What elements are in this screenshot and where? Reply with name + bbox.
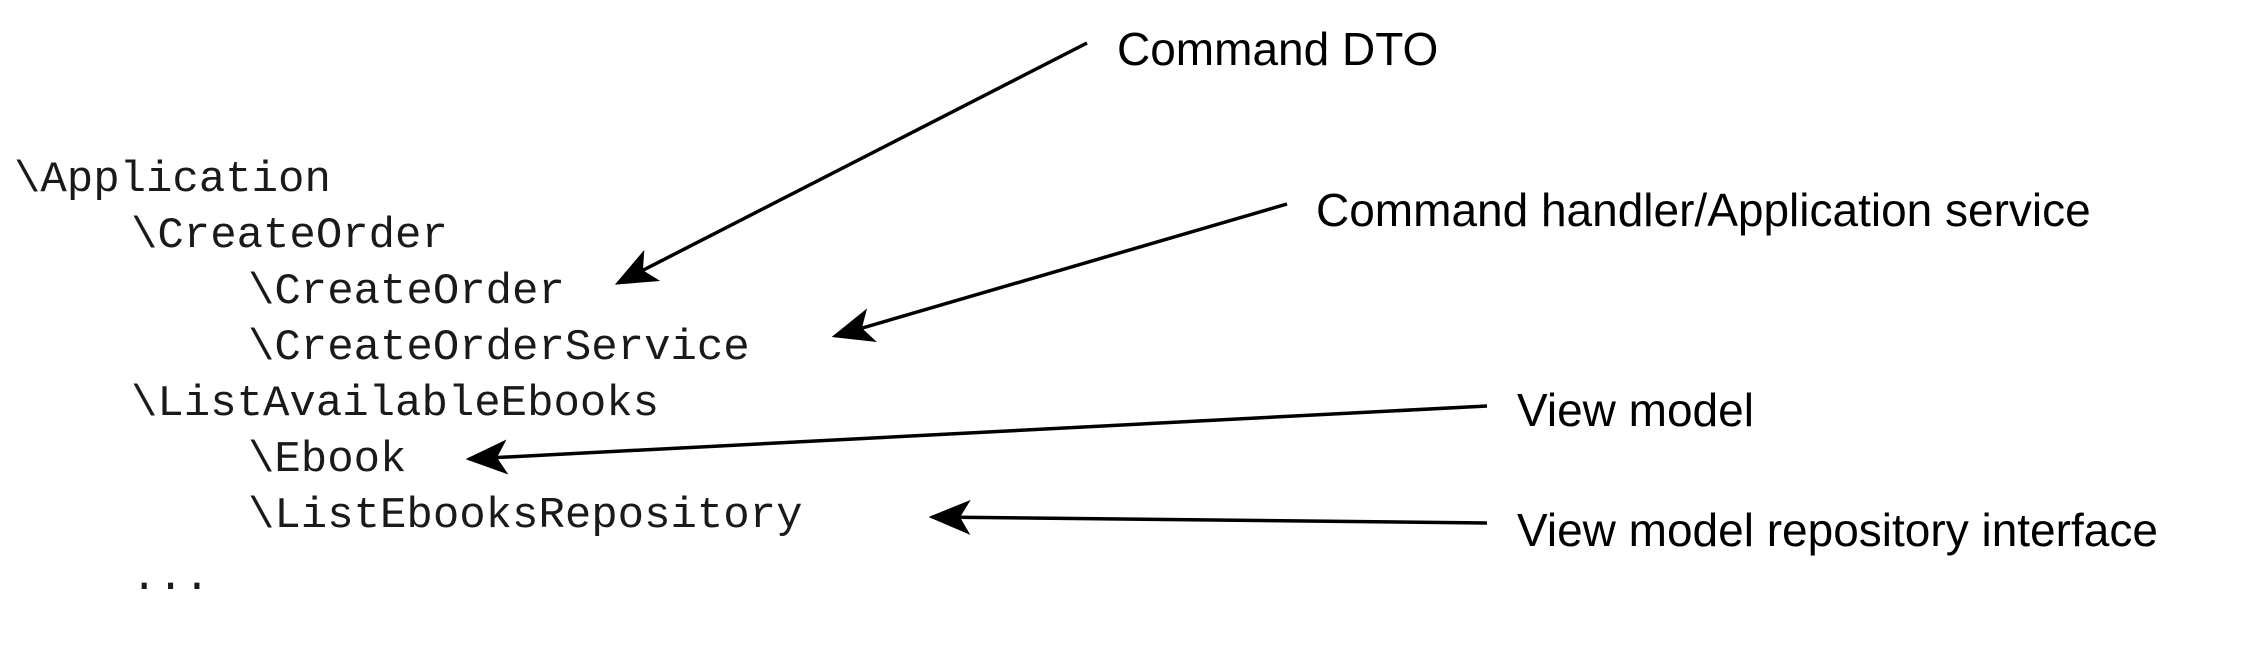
annotation-command-dto: Command DTO [1117, 23, 1439, 75]
tree-item-list-available-ebooks: \ListAvailableEbooks [131, 379, 660, 429]
annotation-view-model-repository: View model repository interface [1517, 504, 2158, 556]
annotation-view-model: View model [1517, 384, 1754, 436]
arrow-view-model-repository [928, 499, 1488, 535]
arrow-command-handler [831, 202, 1288, 343]
tree-item-application: \Application [14, 155, 331, 205]
tree-item-create-order-service: \CreateOrderService [248, 323, 750, 373]
tree-item-create-order-dto: \CreateOrder [248, 267, 565, 317]
annotation-command-handler: Command handler/Application service [1316, 184, 2091, 236]
tree-item-ellipsis: ... [131, 553, 211, 603]
tree-item-create-order-folder: \CreateOrder [131, 211, 448, 261]
tree-item-list-ebooks-repository: \ListEbooksRepository [248, 491, 803, 541]
arrow-command-dto [614, 41, 1088, 285]
tree-item-ebook: \Ebook [248, 435, 407, 485]
